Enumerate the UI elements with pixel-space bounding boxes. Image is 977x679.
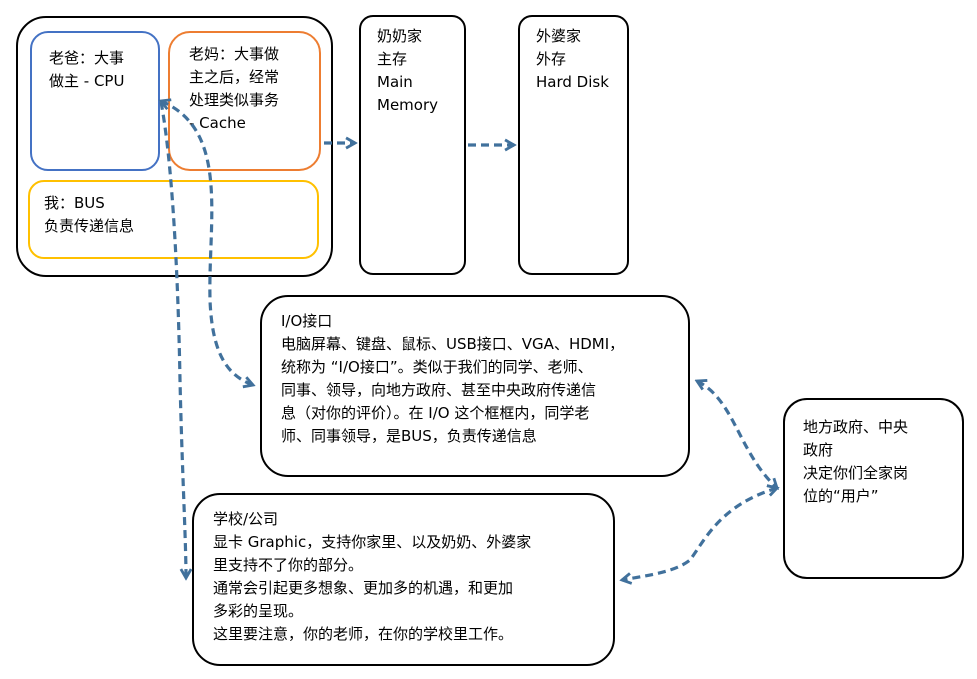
government-box [783, 398, 964, 579]
dad-cpu-box [30, 31, 160, 171]
main-memory-box [359, 15, 466, 275]
government-to-school-arrow [622, 488, 777, 580]
hard-disk-label: 外婆家 外存 Hard Disk [536, 27, 609, 91]
io-to-government-arrow [697, 381, 777, 488]
school-box [192, 493, 615, 666]
dad-cpu-label: 老爸：大事 做主 - CPU [49, 49, 125, 90]
io-box [260, 295, 690, 477]
main-memory-label: 奶奶家 主存 Main Memory [377, 27, 439, 114]
io-label: I/O接口 电脑屏幕、键盘、鼠标、USB接口、VGA、HDMI， 统称为 “I/… [281, 312, 625, 445]
me-bus-label: 我：BUS 负责传递信息 [44, 194, 135, 235]
mom-cache-label: 老妈：大事做 主之后，经常 处理类似事务 - Cache [189, 45, 280, 132]
hard-disk-box [518, 15, 629, 275]
school-label: 学校/公司 显卡 Graphic，支持你家里、以及奶奶、外婆家 里支持不了你的部… [213, 510, 532, 643]
government-label: 地方政府、中央 政府 决定你们全家岗 位的“用户” [803, 418, 909, 505]
